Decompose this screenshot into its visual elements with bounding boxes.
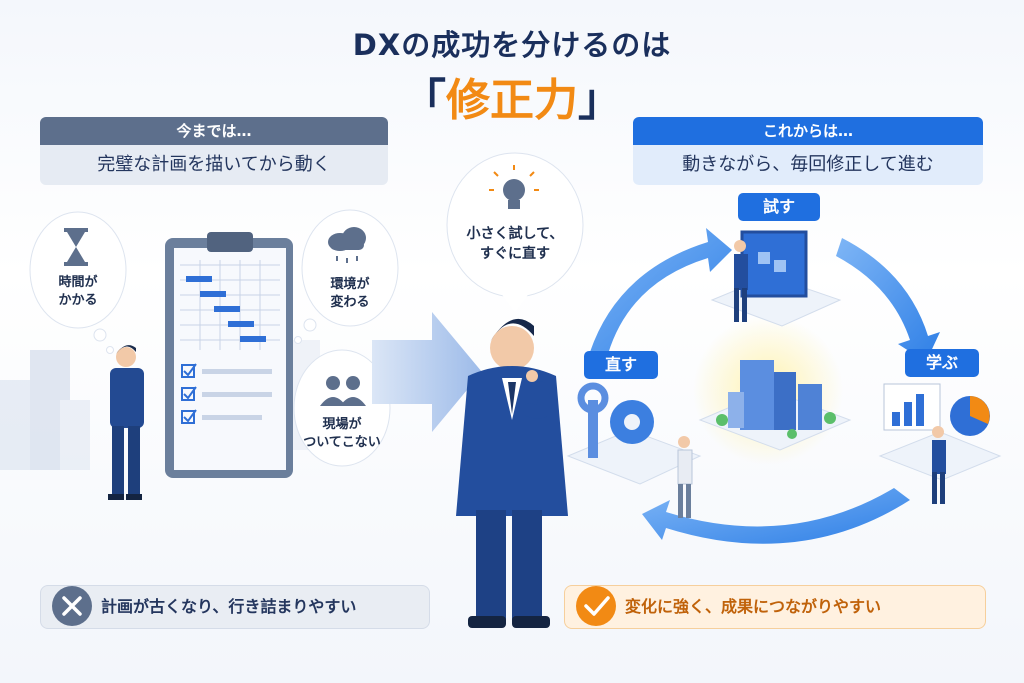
monitor-icon <box>710 230 842 327</box>
wrench-gear-icon <box>566 382 702 518</box>
right-result-text: 変化に強く、成果につながりやすい <box>625 597 882 616</box>
subtitle-open-bracket: 「 <box>402 75 446 126</box>
bubble-environment-line2: 変わる <box>330 295 370 310</box>
left-header: 今までは… <box>40 117 388 145</box>
right-header: これからは… <box>633 117 983 145</box>
bubble-time-text: 時間が かかる <box>40 274 116 310</box>
businessman-center <box>456 318 568 628</box>
thought-bubble-environment <box>294 209 399 344</box>
subtitle-close-bracket: 」 <box>578 75 622 126</box>
bubble-time-line2: かかる <box>58 293 98 308</box>
clipboard-plan-icon <box>165 232 293 478</box>
rain-cloud-icon <box>328 227 366 263</box>
bubble-field-text: 現場が ついてこない <box>296 416 388 452</box>
cycle-label-learn: 学ぶ <box>905 349 979 377</box>
cycle-label-fix: 直す <box>584 351 658 379</box>
bubble-field-line2: ついてこない <box>303 435 381 450</box>
left-result-box: 計画が古くなり、行き詰まりやすい <box>40 585 430 629</box>
businessman-left <box>108 345 144 500</box>
left-subheader: 完璧な計画を描いてから動く <box>40 145 388 185</box>
bubble-time-line1: 時間が <box>58 275 98 290</box>
center-bubble-line1: 小さく試して、 <box>466 226 564 242</box>
right-subheader: 動きながら、毎回修正して進む <box>633 145 983 185</box>
subtitle-keyword: 修正力 <box>446 75 578 126</box>
page-subtitle: 「修正力」 <box>0 64 1024 128</box>
analytics-chart-icon <box>878 383 1002 504</box>
cycle-arrows <box>590 228 940 544</box>
center-bubble-line2: すぐに直す <box>480 246 550 262</box>
center-bubble-text: 小さく試して、 すぐに直す <box>460 224 570 264</box>
left-result-text: 計画が古くなり、行き詰まりやすい <box>101 597 357 616</box>
transition-arrow <box>372 312 482 432</box>
hourglass-icon <box>64 228 88 266</box>
city-icon <box>698 360 852 451</box>
bubble-environment-text: 環境が 変わる <box>312 276 388 312</box>
right-result-box: 変化に強く、成果につながりやすい <box>564 585 986 629</box>
people-icon <box>320 376 366 406</box>
thought-bubble-time <box>29 211 127 354</box>
thought-bubble-center <box>446 152 584 312</box>
page-title: DXの成功を分けるのは <box>352 28 672 62</box>
bubble-environment-line1: 環境が <box>330 277 370 292</box>
lightbulb-icon <box>489 165 539 209</box>
cycle-label-try: 試す <box>738 193 820 221</box>
thought-bubble-field <box>293 349 391 467</box>
bubble-field-line1: 現場が <box>322 417 362 432</box>
